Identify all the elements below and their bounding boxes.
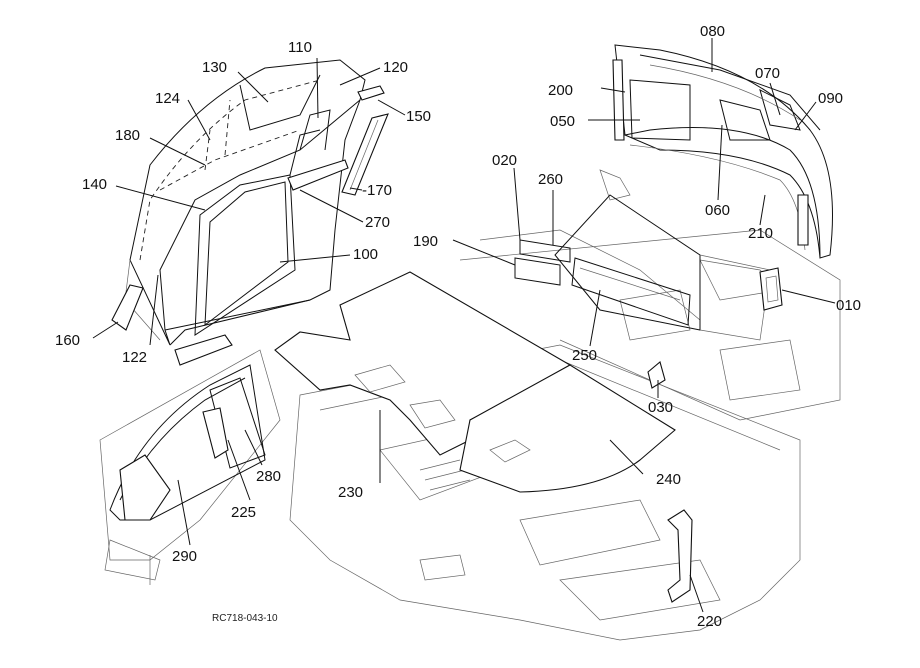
- part-200-seal: [612, 59, 625, 141]
- callout-290: 290: [172, 548, 197, 565]
- callout-060: 060: [705, 202, 730, 219]
- callout-280: 280: [256, 468, 281, 485]
- cab-assembly: [124, 59, 366, 346]
- part-225-gusset: [202, 407, 229, 459]
- part-sill-plate: [174, 334, 233, 366]
- part-270-trim-strip: [287, 159, 349, 191]
- callout-110: 110: [288, 39, 312, 56]
- callout-124: 124: [155, 90, 180, 107]
- callout-120: 120: [383, 59, 408, 76]
- callout-090: 090: [818, 90, 843, 107]
- part-150-deflector: [357, 85, 385, 101]
- callout-225: 225: [231, 504, 256, 521]
- callout-240: 240: [656, 471, 681, 488]
- part-290-panel: [119, 454, 171, 521]
- callout-100: 100: [353, 246, 378, 263]
- callout-070: 070: [755, 65, 780, 82]
- part-030-bracket: [647, 361, 666, 389]
- part-240-floor-mat: [459, 364, 676, 493]
- part-170-pillar-trim: [341, 113, 389, 196]
- callout-160: 160: [55, 332, 80, 349]
- callout-020: 020: [492, 152, 517, 169]
- callout-050: 050: [550, 113, 575, 130]
- callout-210: 210: [748, 225, 773, 242]
- callout-080: 080: [700, 23, 725, 40]
- callout-130: 130: [202, 59, 227, 76]
- callout-270: 270: [365, 214, 390, 231]
- callout-labels: 010 020 030 050 060 070 080 090 100 110 …: [55, 23, 861, 630]
- part-220-bracket: [667, 509, 693, 603]
- callout-010: 010: [836, 297, 861, 314]
- callout-170: -170: [362, 182, 392, 199]
- part-210-bracket: [797, 194, 809, 246]
- callout-200: 200: [548, 82, 573, 99]
- callout-250: 250: [572, 347, 597, 364]
- callout-140: 140: [82, 176, 107, 193]
- callout-030: 030: [648, 399, 673, 416]
- callout-190: 190: [413, 233, 438, 250]
- callout-150: 150: [406, 108, 431, 125]
- part-160-step: [111, 284, 144, 331]
- callout-260: 260: [538, 171, 563, 188]
- part-010-block: [759, 267, 783, 311]
- callout-220: 220: [697, 613, 722, 630]
- callout-230: 230: [338, 484, 363, 501]
- reference-code: RC718-043-10: [212, 613, 278, 624]
- callout-180: 180: [115, 127, 140, 144]
- callout-122: 122: [122, 349, 147, 366]
- leader-lines: [92, 38, 836, 613]
